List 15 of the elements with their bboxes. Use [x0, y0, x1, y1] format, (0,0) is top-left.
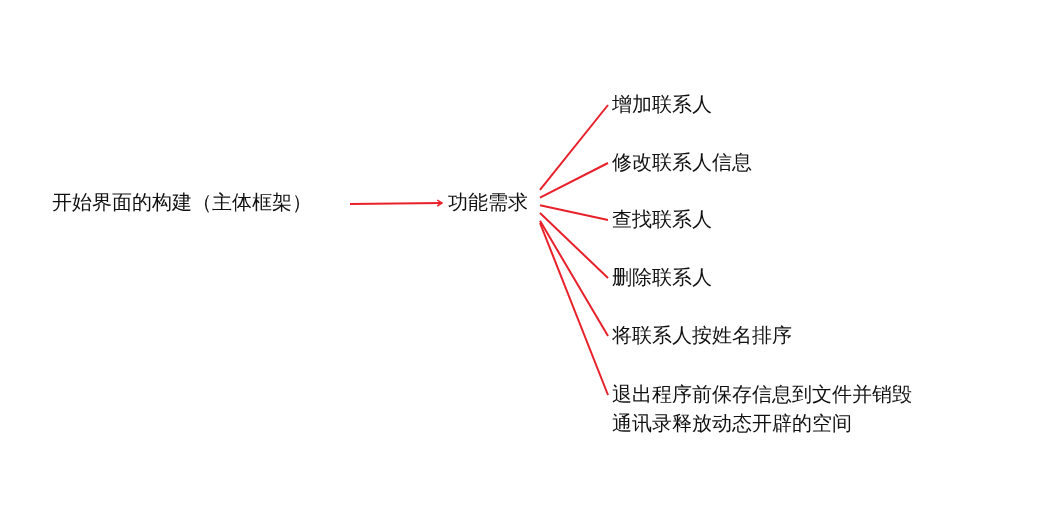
connector-line — [539, 212, 609, 279]
node-label: 增加联系人 — [612, 93, 712, 115]
node-label: 将联系人按姓名排序 — [612, 324, 792, 346]
connector-line — [539, 162, 609, 199]
connector-line — [539, 222, 609, 396]
connector-line — [539, 219, 609, 337]
node-label: 删除联系人 — [612, 266, 712, 288]
node-label: 查找联系人 — [612, 208, 712, 230]
node-label: 修改联系人信息 — [612, 151, 752, 173]
connector-line — [539, 104, 609, 191]
connector-line — [539, 204, 609, 221]
arrow — [349, 199, 443, 207]
node-label: 功能需求 — [448, 191, 528, 213]
node-label: 退出程序前保存信息到文件并销毁通讯录释放动态开辟的空间 — [612, 383, 912, 434]
node-label: 开始界面的构建（主体框架） — [52, 191, 312, 213]
